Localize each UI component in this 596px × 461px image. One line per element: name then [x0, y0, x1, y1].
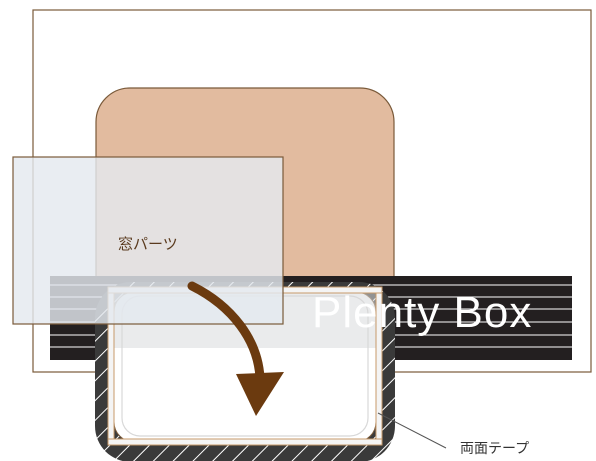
- tape-leader-line: [377, 412, 447, 449]
- tape-strip-bottom: [107, 438, 383, 446]
- window-part-sheet: [12, 156, 284, 325]
- insert-arrow-icon: [187, 281, 284, 416]
- brand-text: Plenty Box: [312, 288, 533, 337]
- double-sided-tape-label: 両面テープ: [460, 441, 530, 457]
- window-part-label: 窓パーツ: [118, 235, 178, 253]
